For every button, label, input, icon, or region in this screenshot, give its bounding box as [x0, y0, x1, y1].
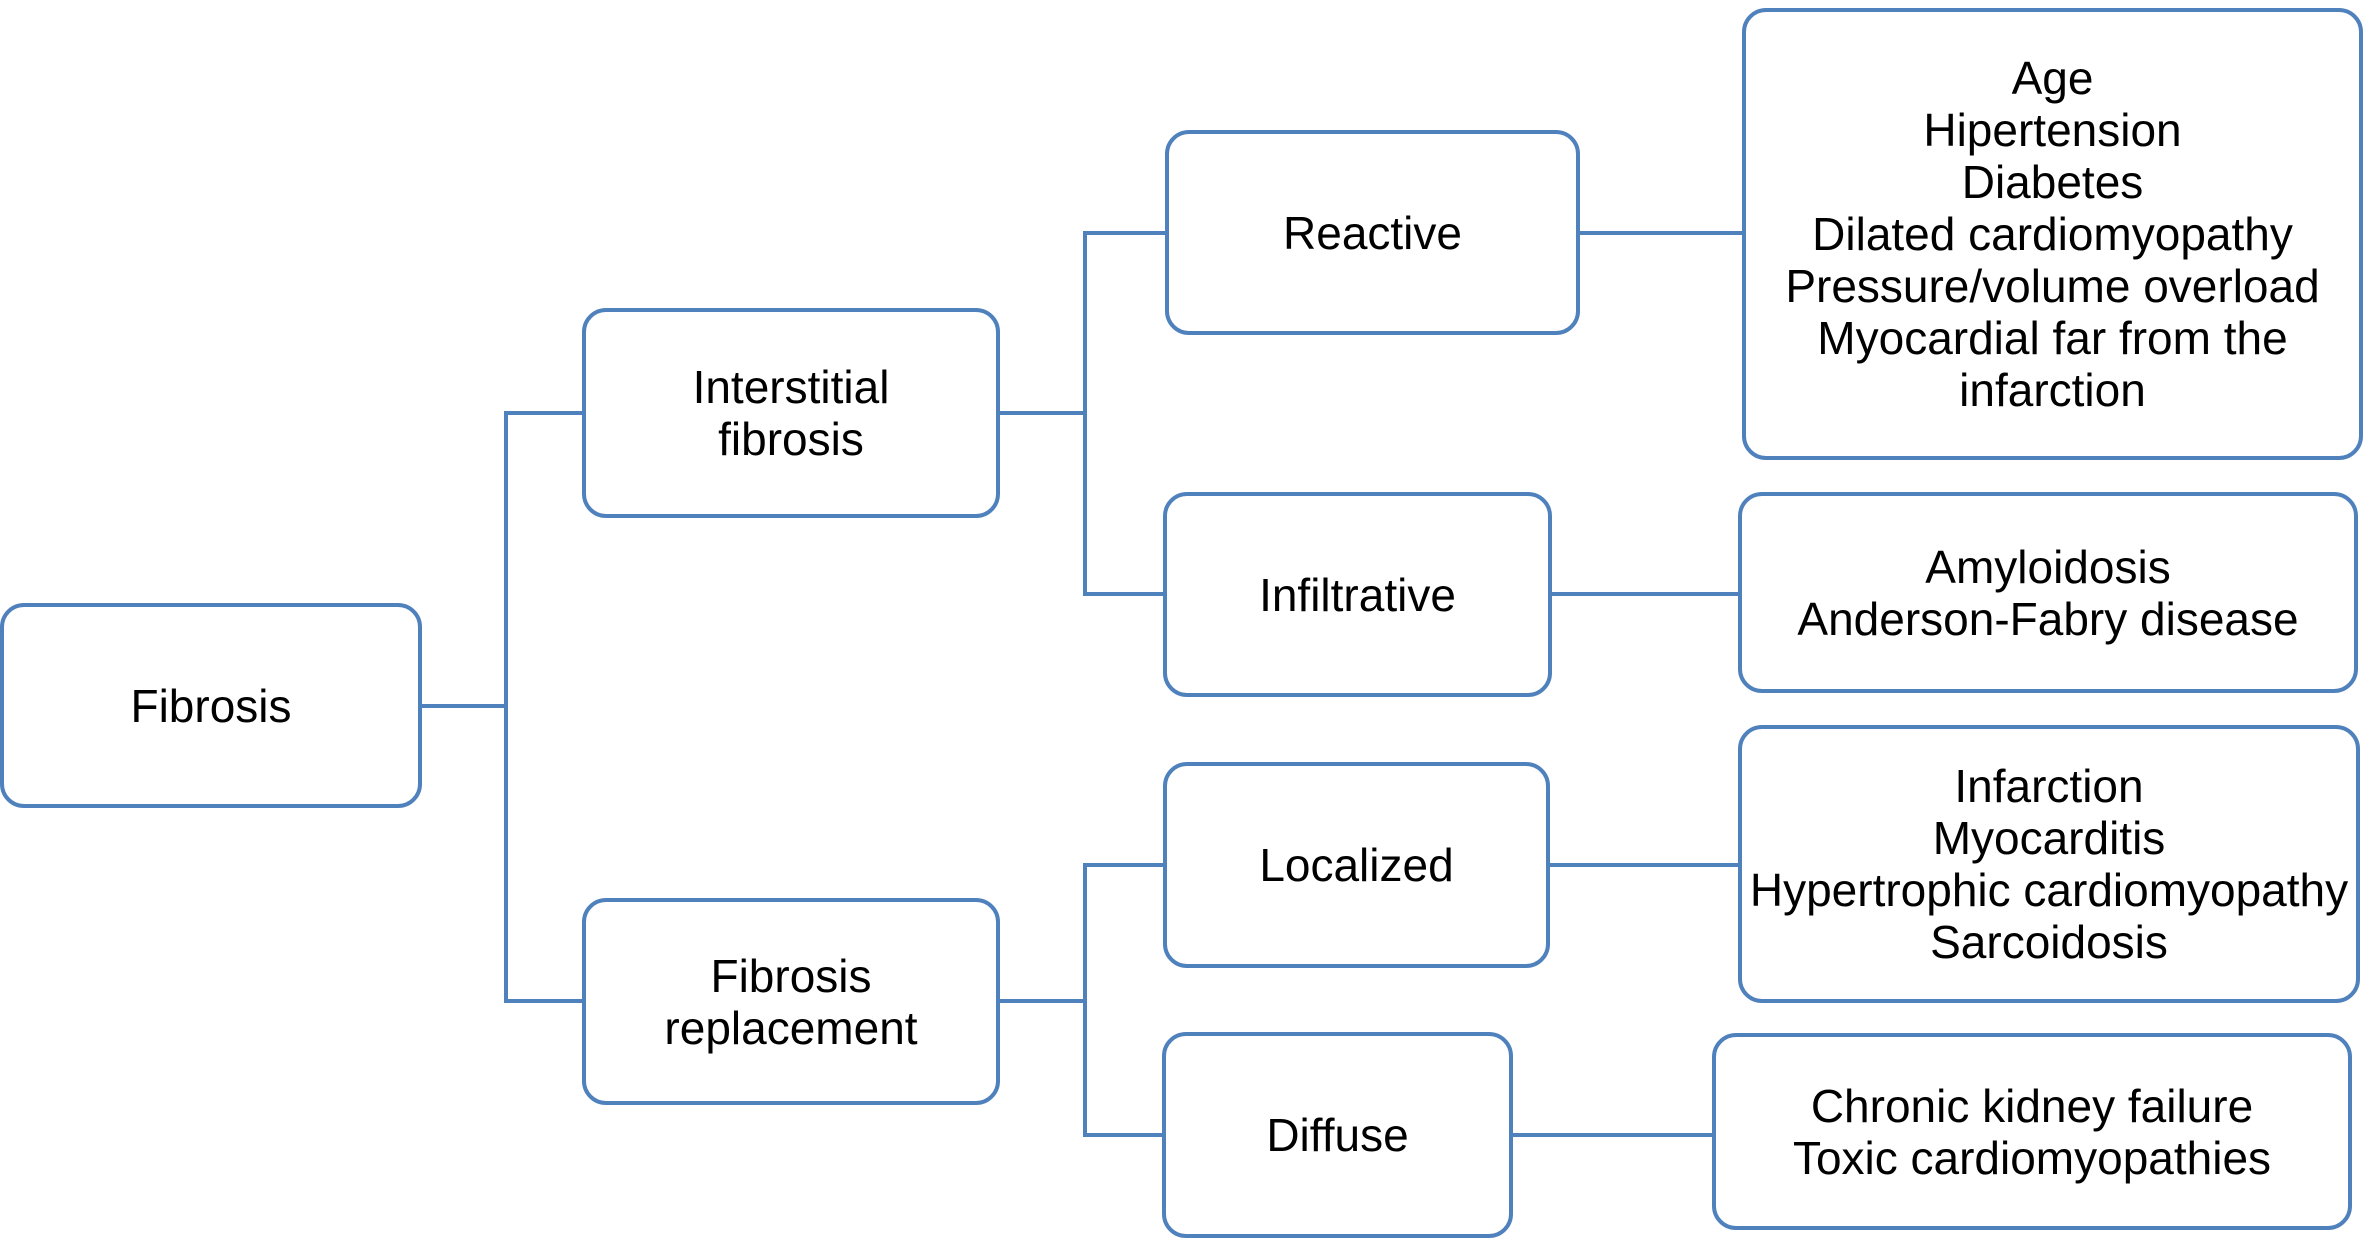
connector-line [1513, 1133, 1712, 1137]
node-reactive-causes: Age Hipertension Diabetes Dilated cardio… [1742, 8, 2363, 460]
connector-line [1550, 863, 1738, 867]
node-infiltrative-causes: Amyloidosis Anderson-Fabry disease [1738, 492, 2358, 693]
node-localized-causes: Infarction Myocarditis Hypertrophic card… [1738, 725, 2360, 1003]
connector-line [1580, 231, 1742, 235]
connector-line [506, 999, 582, 1003]
node-diffuse-causes: Chronic kidney failure Toxic cardiomyopa… [1712, 1033, 2352, 1230]
connector-line [1085, 231, 1165, 235]
node-infiltrative: Infiltrative [1163, 492, 1552, 697]
connector-line [1083, 863, 1087, 1137]
connector-line [1085, 592, 1163, 596]
node-fibrosis-replacement: Fibrosis replacement [582, 898, 1000, 1105]
connector-line [1000, 999, 1085, 1003]
node-interstitial-fibrosis: Interstitial fibrosis [582, 308, 1000, 518]
connector-line [1085, 1133, 1162, 1137]
connector-line [504, 411, 508, 1003]
connector-line [506, 411, 582, 415]
node-reactive: Reactive [1165, 130, 1580, 335]
node-localized: Localized [1163, 762, 1550, 968]
connector-line [1552, 592, 1738, 596]
connector-line [1000, 411, 1085, 415]
connector-line [422, 704, 506, 708]
connector-line [1083, 231, 1087, 596]
node-fibrosis: Fibrosis [0, 603, 422, 808]
node-diffuse: Diffuse [1162, 1032, 1513, 1238]
connector-line [1085, 863, 1163, 867]
